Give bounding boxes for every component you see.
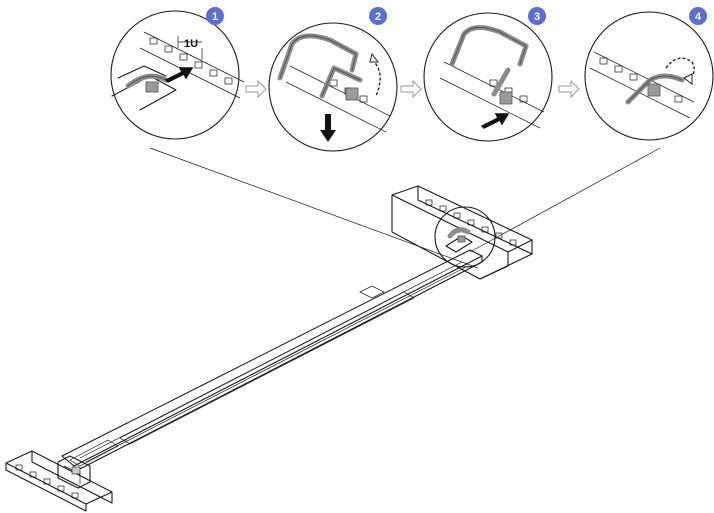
rear-rack-flange — [391, 185, 533, 280]
step-arrow-icon — [400, 79, 422, 99]
step-badge-2: 2 — [369, 7, 387, 25]
step-badge-4: 4 — [689, 7, 707, 25]
step-number: 3 — [534, 11, 540, 23]
rotate-arrow-icon — [665, 57, 695, 81]
unit-label: 1U — [184, 38, 198, 50]
detail-step-4 — [584, 11, 714, 141]
detail-step-1: 1U — [110, 10, 245, 140]
front-rack-flange — [5, 450, 113, 512]
step-number: 2 — [375, 11, 381, 23]
detail-zoom-circle — [434, 206, 496, 268]
detail-step-2 — [268, 22, 398, 152]
step-number: 1 — [212, 11, 218, 23]
step-arrow-icon — [245, 79, 267, 99]
step-badge-1: 1 — [206, 7, 224, 25]
pull-down-arrow-icon — [320, 114, 336, 142]
push-arrow-icon — [480, 113, 510, 129]
zoom-leader-lines — [149, 147, 661, 269]
push-arrow-icon — [164, 67, 194, 83]
step-badge-3: 3 — [528, 7, 546, 25]
step-number: 4 — [695, 11, 702, 23]
detail-step-3 — [423, 12, 553, 142]
step-arrow-icon — [558, 79, 580, 99]
slide-rail — [61, 249, 483, 473]
rotate-arrow-icon — [371, 59, 381, 97]
